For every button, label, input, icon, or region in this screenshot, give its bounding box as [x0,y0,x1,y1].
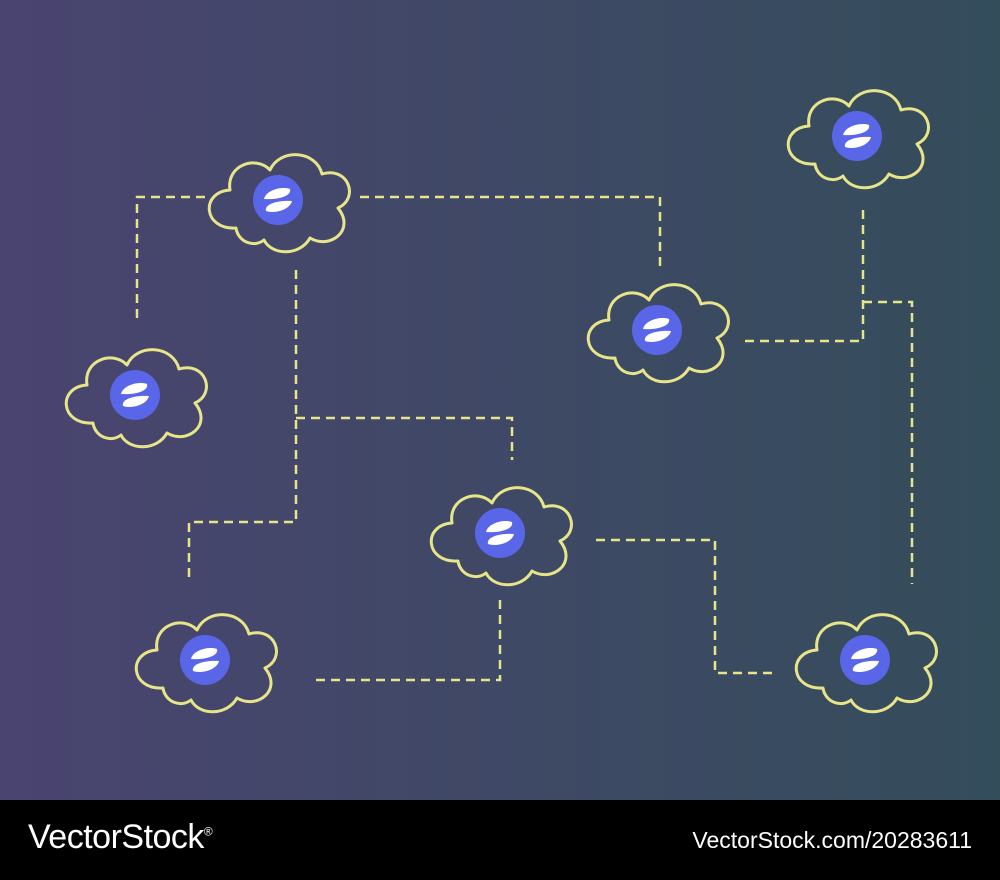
image-id: VectorStock.com/20283611 [692,827,972,853]
status-coin-icon [110,370,160,420]
cloud-network-diagram [0,0,1000,800]
connector-topleft-to-center [296,416,514,460]
connectors [135,195,914,682]
node-left [64,348,208,449]
cloud-nodes [64,89,938,714]
node-center [429,486,573,587]
status-coin-icon [180,635,230,685]
status-coin-icon [253,175,303,225]
watermark-footer: VectorStock® VectorStock.com/20283611 [0,800,1000,880]
node-bottom-left [134,613,278,714]
node-top-right [786,89,930,190]
status-coin-icon [632,305,682,355]
connector-center-to-bottomright [596,538,778,675]
node-center-right [586,283,730,384]
node-top-left [207,153,351,254]
status-coin-icon [832,111,882,161]
connector-topleft-to-bottomleft [187,270,298,582]
status-coin-icon [840,635,890,685]
status-coin-icon [475,508,525,558]
connector-topright-to-bottomright [863,300,914,584]
node-bottom-right [794,613,938,714]
brand-logo: VectorStock® [28,818,213,856]
connector-center-to-bottomleft [312,600,502,682]
connector-topleft-to-centerright [360,195,662,266]
connector-topleft-to-left [135,195,205,322]
